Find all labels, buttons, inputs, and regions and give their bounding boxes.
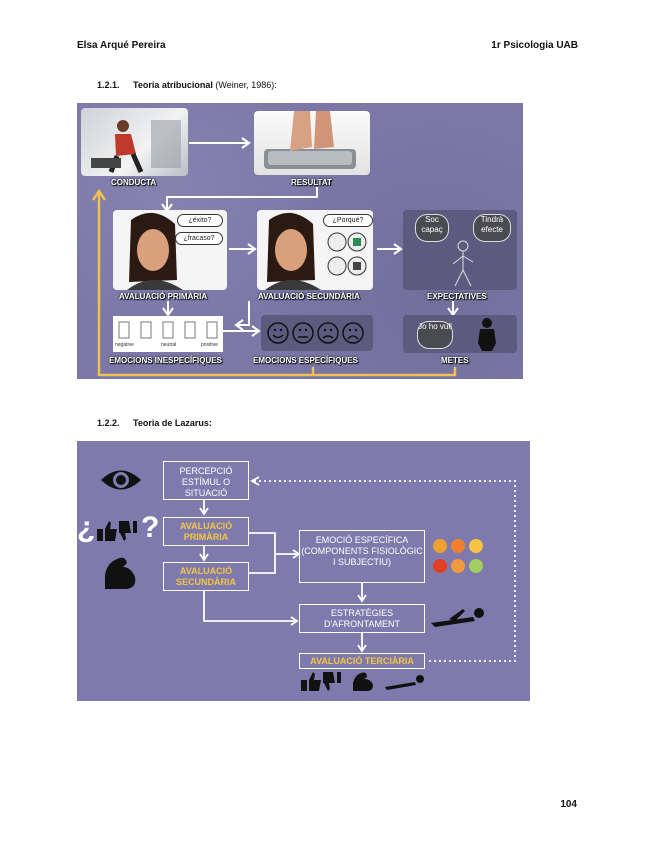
- bottom-swimmer-icon: [383, 675, 427, 691]
- label-metes: METES: [441, 356, 469, 365]
- four-faces-icon: [261, 315, 373, 351]
- inespecifiques-panel: negative neutral positive: [113, 316, 223, 352]
- five-figures-icon: [113, 316, 223, 344]
- section-number: 1.2.1.: [97, 80, 133, 90]
- bottom-thumbs-icon: [299, 671, 343, 693]
- sick-face-icon: [469, 559, 483, 573]
- eye-icon: [99, 465, 143, 495]
- section-number-2: 1.2.2.: [97, 418, 133, 428]
- box-percepcio: PERCEPCIÓ ESTÍMUL O SITUACIÓ: [163, 461, 249, 500]
- cloud-porque: ¿Porqué?: [323, 214, 373, 227]
- bottom-arm-icon: [351, 671, 377, 693]
- happy-face-icon: [469, 539, 483, 553]
- especifiques-panel: [261, 315, 373, 351]
- section-title: Teoria atribucional: [133, 80, 213, 90]
- label-expectatives: EXPECTATIVES: [427, 292, 487, 301]
- woman-primary-photo: ¿éxito? ¿fracaso?: [113, 210, 227, 290]
- scale-negative: negative: [115, 342, 134, 348]
- box-secundaria: AVALUACIÓ SECUNDÀRIA: [163, 562, 249, 591]
- angry-face-icon: [433, 559, 447, 573]
- scale-neutral: neutral: [161, 342, 176, 348]
- section-heading-weiner: 1.2.1.Teoria atribucional (Weiner, 1986)…: [97, 80, 277, 90]
- label-primaria: AVALUACIÓ PRIMÀRIA: [119, 292, 207, 301]
- silhouette-icon: [475, 317, 499, 351]
- page-number: 104: [560, 799, 577, 810]
- label-especifiques: EMOCIONS ESPECÍFIQUES: [253, 356, 358, 365]
- question-close-mark: ?: [141, 511, 159, 545]
- header-author: Elsa Arqué Pereira: [77, 40, 166, 51]
- header-course: 1r Psicologia UAB: [491, 40, 578, 51]
- cloud-exit: ¿éxito?: [177, 214, 223, 227]
- weiner-diagram: CONDUCTA RESULTAT ¿éxito? ¿fracaso? AVAL…: [77, 103, 523, 379]
- label-inespecifiques: EMOCIONS INESPECÍFIQUES: [109, 356, 222, 365]
- lazarus-diagram: ¿ ? PERCEPCIÓ ESTÍMUL O SITUACIÓ AVALUAC…: [77, 441, 530, 701]
- scale-positive: positive: [201, 342, 218, 348]
- box-estrategies: ESTRATÈGIES D'AFRONTAMENT: [299, 604, 425, 633]
- label-conducta: CONDUCTA: [111, 178, 156, 187]
- gym-photo: [81, 108, 188, 176]
- section-citation: (Weiner, 1986):: [215, 80, 276, 90]
- swimmer-icon: [429, 607, 489, 631]
- sad-face-icon: [451, 539, 465, 553]
- thumbs-up-down-icon: [95, 519, 139, 543]
- question-open-mark: ¿: [77, 511, 95, 545]
- flexed-arm-icon: [101, 553, 141, 593]
- box-emocio: EMOCIÓ ESPECÍFICA (COMPONENTS FISIOLÒGIC…: [299, 530, 425, 583]
- section-title-2: Teoria de Lazarus:: [133, 418, 212, 428]
- worried-face-icon: [451, 559, 465, 573]
- label-secundaria: AVALUACIÓ SECUNDÀRIA: [258, 292, 360, 301]
- expectatives-panel: Soc capaç Tindrà efecte: [403, 210, 517, 290]
- section-heading-lazarus: 1.2.2.Teoria de Lazarus:: [97, 418, 212, 428]
- cloud-fracaso: ¿fracaso?: [175, 232, 223, 245]
- bathroom-scale-figure: [254, 111, 370, 175]
- cloud-jo-ho-vull: Jo ho vull: [417, 321, 453, 349]
- exerciser-figure: [81, 108, 188, 176]
- woman-secondary-photo: ¿Porqué?: [257, 210, 373, 290]
- box-terciaria: AVALUACIÓ TERCIÀRIA: [299, 653, 425, 669]
- metes-panel: Jo ho vull: [403, 315, 517, 353]
- box-primaria: AVALUACIÓ PRIMÀRIA: [163, 517, 249, 546]
- surprised-face-icon: [433, 539, 447, 553]
- label-resultat: RESULTAT: [291, 178, 332, 187]
- stick-figure-icon: [443, 238, 483, 288]
- scale-photo: [254, 111, 370, 175]
